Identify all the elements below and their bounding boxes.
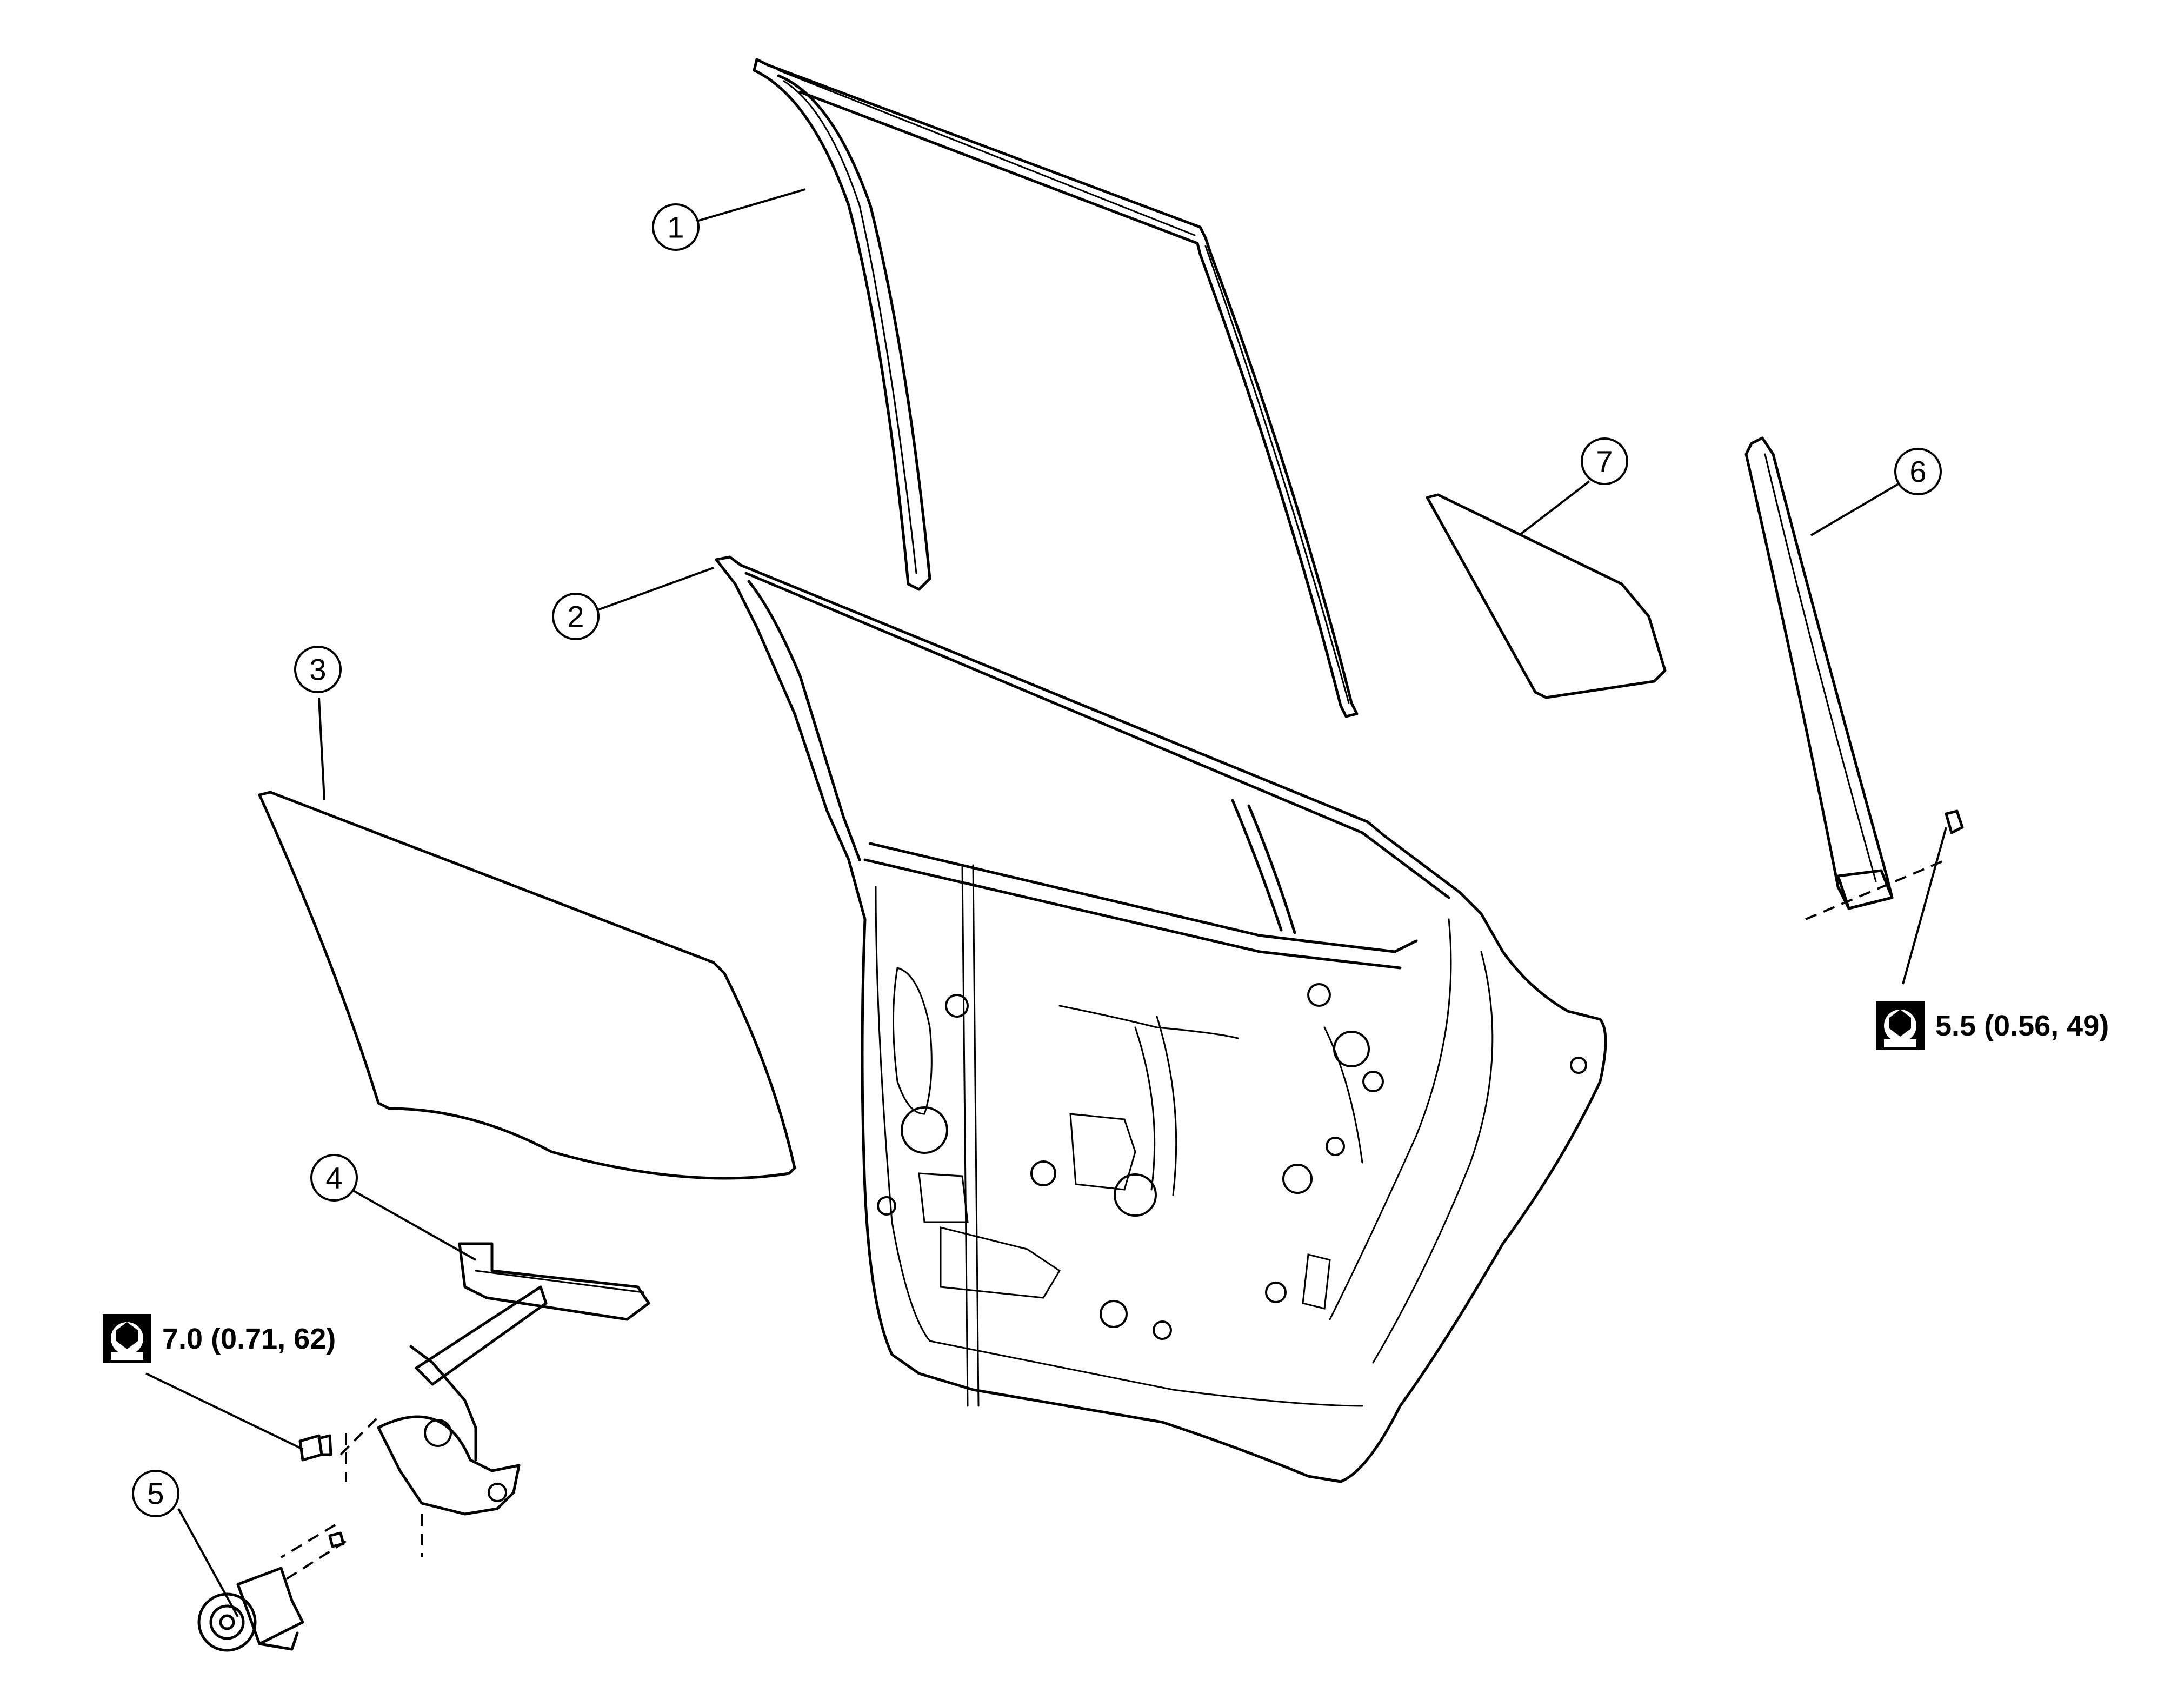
torque-spec-regulator: 7.0 (0.71, 62) (103, 1314, 336, 1363)
torque-spec-rear-sash: 5.5 (0.56, 49) (1876, 1001, 2109, 1050)
rear-sash-part (1744, 436, 1964, 910)
regulator-part (377, 1242, 650, 1516)
quarter-glass-part (1426, 493, 1667, 699)
callout-2: 2 (552, 593, 600, 640)
callout-6-label: 6 (1909, 455, 1926, 489)
torque-wrench-icon (1876, 1001, 1925, 1050)
callout-3-label: 3 (309, 653, 326, 687)
torque-wrench-icon (103, 1314, 151, 1363)
callout-6: 6 (1894, 448, 1942, 495)
regulator-bolt (298, 1434, 332, 1462)
window-motor-part (197, 1531, 345, 1652)
callout-5: 5 (132, 1470, 179, 1517)
assembly-guide-lines (280, 859, 1947, 1580)
callout-2-label: 2 (567, 600, 584, 634)
callout-3: 3 (294, 646, 342, 693)
callout-7: 7 (1581, 437, 1628, 485)
torque-value-rear-sash: 5.5 (0.56, 49) (1935, 1010, 2109, 1042)
callout-4: 4 (310, 1154, 358, 1202)
callout-4-label: 4 (325, 1161, 342, 1195)
door-glass-part (258, 791, 796, 1180)
callout-5-label: 5 (147, 1477, 164, 1511)
callout-1: 1 (652, 203, 700, 251)
callout-1-label: 1 (667, 210, 684, 244)
callout-7-label: 7 (1596, 444, 1613, 479)
torque-value-regulator: 7.0 (0.71, 62) (162, 1323, 336, 1355)
glass-run-part (753, 58, 1359, 718)
leader-lines (145, 188, 1947, 1617)
door-panel-part (715, 555, 1607, 1483)
